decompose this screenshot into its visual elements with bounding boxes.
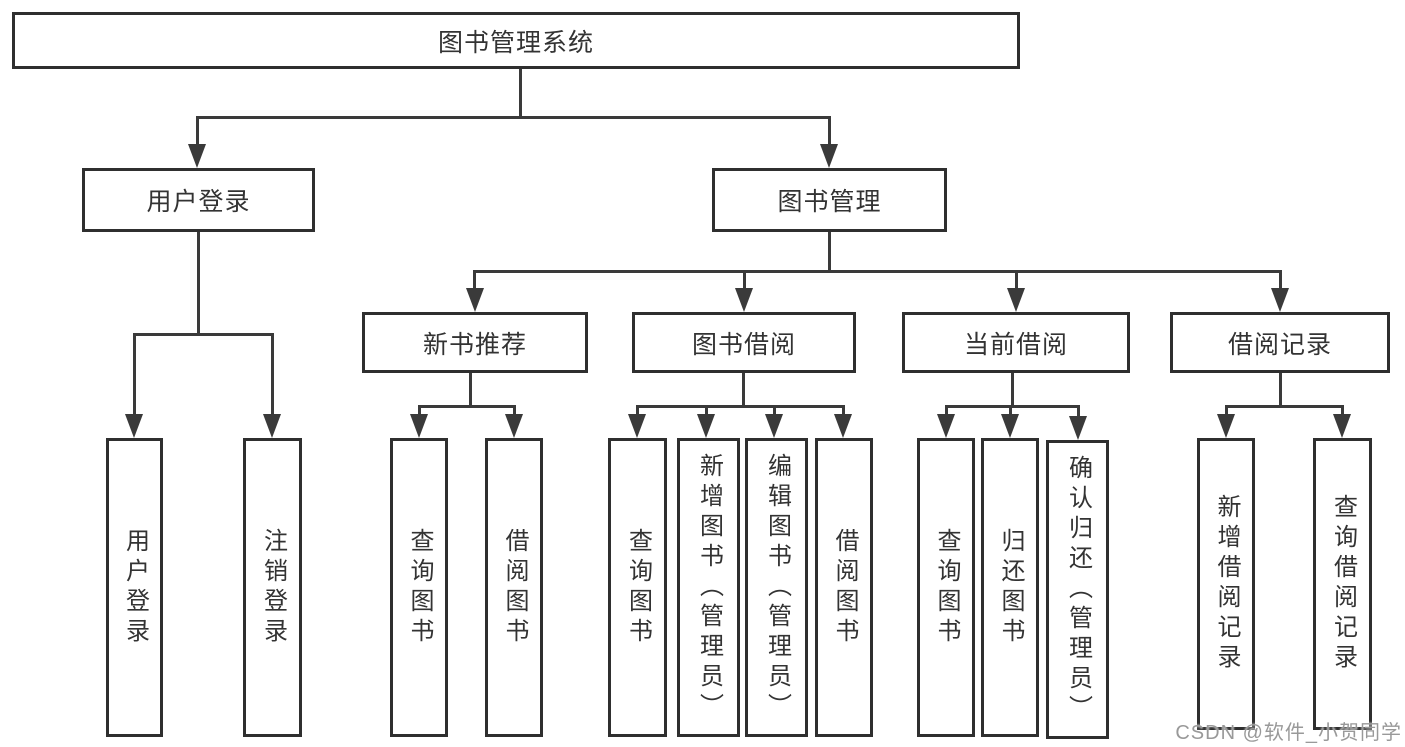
arrow-down-icon [820,144,838,168]
connector-line [197,116,831,119]
connector-line [705,405,708,417]
connector-line [1077,405,1080,417]
arrow-down-icon [765,414,783,438]
csdn-watermark: CSDN @软件_小贺同学 [1175,722,1402,744]
leaf-user-login: 用户登录 [106,438,163,737]
connector-line [271,333,274,416]
leaf-query-borrow-record: 查询借阅记录 [1313,438,1372,730]
node-borrow-records-label: 借阅记录 [1227,330,1332,359]
connector-line [828,232,831,273]
node-book-management: 图书管理 [712,168,947,232]
connector-line [636,405,639,417]
arrow-down-icon [1069,416,1087,440]
connector-line [946,405,1080,408]
leaf-edit-books-admin: 编辑图书（管理员） [745,438,808,737]
arrow-down-icon [937,414,955,438]
arrow-down-icon [735,288,753,312]
leaf-query-books-borrow: 查询图书 [608,438,667,737]
connector-line [945,405,948,417]
connector-line [513,405,516,417]
arrow-down-icon [505,414,523,438]
arrow-down-icon [1271,288,1289,312]
connector-line [197,232,200,336]
connector-line [742,373,745,407]
leaf-user-login-label: 用户登录 [121,527,149,648]
node-current-borrow-label: 当前借阅 [963,330,1068,359]
leaf-return-books-label: 归还图书 [997,527,1024,648]
arrow-down-icon [1001,414,1019,438]
leaf-borrow-books: 借阅图书 [815,438,873,737]
leaf-logout-label: 注销登录 [259,527,287,648]
node-book-borrow: 图书借阅 [632,312,856,373]
leaf-query-books-recommend-label: 查询图书 [406,527,433,648]
node-library-system-label: 图书管理系统 [437,28,594,57]
node-current-borrow: 当前借阅 [902,312,1130,373]
connector-line [473,270,476,292]
connector-line [1279,373,1282,407]
connector-line [743,270,746,292]
leaf-query-books-recommend: 查询图书 [390,438,448,737]
connector-line [134,333,274,336]
leaf-borrow-books-recommend: 借阅图书 [485,438,543,737]
leaf-query-books-current: 查询图书 [917,438,975,737]
leaf-return-books: 归还图书 [981,438,1039,737]
arrow-down-icon [466,288,484,312]
arrow-down-icon [125,414,143,438]
connector-line [418,405,421,417]
arrow-down-icon [188,144,206,168]
connector-line [1225,405,1228,417]
connector-line [519,69,522,118]
leaf-query-books-borrow-label: 查询图书 [624,527,652,648]
connector-line [1279,270,1282,292]
connector-line [828,116,831,146]
leaf-query-borrow-record-label: 查询借阅记录 [1329,494,1357,674]
node-book-management-label: 图书管理 [777,188,882,216]
leaf-logout: 注销登录 [243,438,302,737]
node-new-book-recommend-label: 新书推荐 [422,330,527,359]
connector-line [842,405,845,417]
connector-line [474,270,1282,273]
arrow-down-icon [410,414,428,438]
connector-line [1011,373,1014,407]
connector-line [1015,270,1018,292]
leaf-confirm-return-admin: 确认归还（管理员） [1046,440,1109,739]
node-new-book-recommend: 新书推荐 [362,312,588,373]
arrow-down-icon [1007,288,1025,312]
connector-line [1009,405,1012,417]
leaf-query-books-current-label: 查询图书 [933,527,960,648]
arrow-down-icon [1333,414,1351,438]
node-user-login-label: 用户登录 [146,188,251,216]
leaf-edit-books-admin-label: 编辑图书（管理员） [763,452,791,723]
node-borrow-records: 借阅记录 [1170,312,1390,373]
arrow-down-icon [697,414,715,438]
leaf-confirm-return-admin-label: 确认归还（管理员） [1064,454,1092,725]
leaf-borrow-books-recommend-label: 借阅图书 [501,527,528,648]
node-user-login: 用户登录 [82,168,315,232]
leaf-add-books-admin-label: 新增图书（管理员） [695,452,723,723]
connector-line [133,333,136,416]
arrow-down-icon [628,414,646,438]
connector-line [637,405,845,408]
connector-line [1226,405,1344,408]
connector-line [196,116,199,146]
leaf-add-borrow-record: 新增借阅记录 [1197,438,1255,730]
node-book-borrow-label: 图书借阅 [691,330,796,359]
node-library-system: 图书管理系统 [12,12,1020,69]
leaf-add-books-admin: 新增图书（管理员） [677,438,740,737]
arrow-down-icon [1217,414,1235,438]
arrow-down-icon [834,414,852,438]
arrow-down-icon [263,414,281,438]
leaf-add-borrow-record-label: 新增借阅记录 [1213,494,1240,674]
connector-line [469,373,472,407]
connector-line [1341,405,1344,417]
leaf-borrow-books-label: 借阅图书 [831,527,858,648]
connector-line [773,405,776,417]
connector-line [419,405,516,408]
